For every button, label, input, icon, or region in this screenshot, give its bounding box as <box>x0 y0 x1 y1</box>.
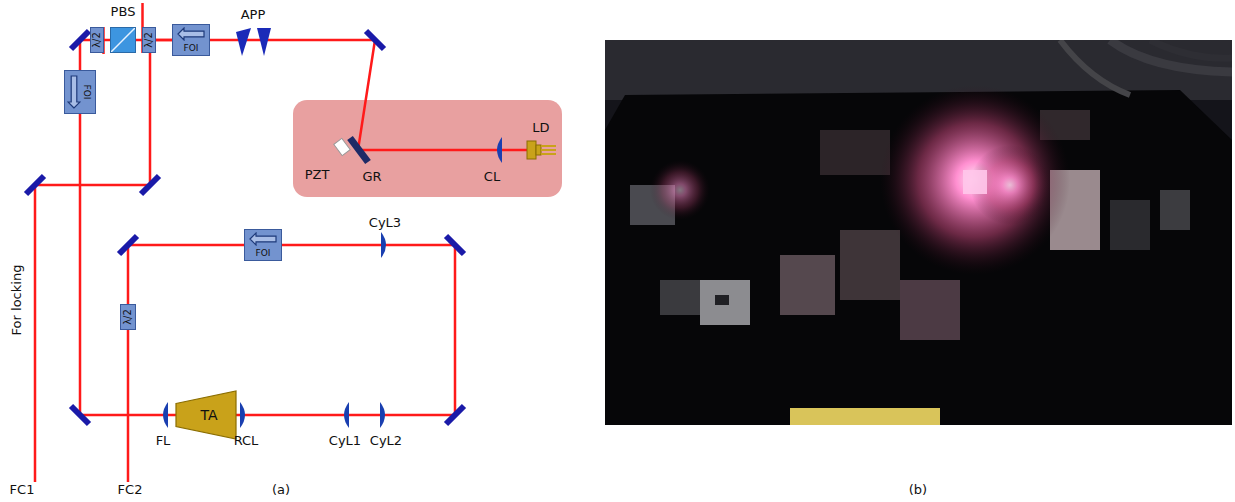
part-label: FOI <box>184 44 199 53</box>
part-label: CyL3 <box>369 216 401 229</box>
faraday-isolator: FOI <box>172 24 210 56</box>
half-wave-plate: λ/2 <box>90 27 104 53</box>
laser-diode <box>527 141 556 159</box>
part-label: λ/2 <box>92 32 102 48</box>
isolator-arrow <box>177 27 205 41</box>
beam-splitter-cube <box>110 27 136 53</box>
part-label: GR <box>362 170 381 183</box>
part-label: (a) <box>272 483 290 496</box>
part-label: FOI <box>82 85 91 100</box>
faraday-isolator: FOI <box>64 70 96 114</box>
part-label: CyL1 <box>329 434 361 447</box>
part-label: CyL2 <box>370 434 402 447</box>
part-label: (b) <box>909 483 927 496</box>
laser-beam <box>35 40 528 482</box>
part-label: FC2 <box>118 483 143 496</box>
part-label: FOI <box>256 249 271 258</box>
beam-segment <box>156 39 172 42</box>
part-label: RCL <box>234 434 259 447</box>
lens <box>163 137 502 428</box>
part-label: PZT <box>305 168 330 181</box>
faraday-isolator: FOI <box>244 229 282 261</box>
mirror <box>26 31 464 424</box>
setup-photo <box>605 40 1232 425</box>
half-wave-plate: λ/2 <box>142 27 156 53</box>
part-label: FC1 <box>10 483 35 496</box>
half-wave-plate: λ/2 <box>120 304 136 330</box>
part-label: PBS <box>111 5 136 18</box>
grating <box>350 138 368 162</box>
tapered-amplifier: TA <box>175 390 237 440</box>
isolator-arrow <box>249 232 277 246</box>
isolator-arrow <box>67 75 81 109</box>
laser-housing <box>293 100 562 197</box>
part-label: APP <box>241 8 266 21</box>
part-label: LD <box>532 121 549 134</box>
part-label: TA <box>201 408 218 422</box>
part-label: For locking <box>10 265 23 336</box>
part-label: CL <box>484 170 500 183</box>
polarizing-beam-splitter: PBS <box>103 3 143 54</box>
piezo <box>334 138 350 155</box>
part-label: FL <box>156 434 171 447</box>
part-label: λ/2 <box>123 309 133 325</box>
prism-pair <box>236 28 271 56</box>
part-label: λ/2 <box>144 32 154 48</box>
